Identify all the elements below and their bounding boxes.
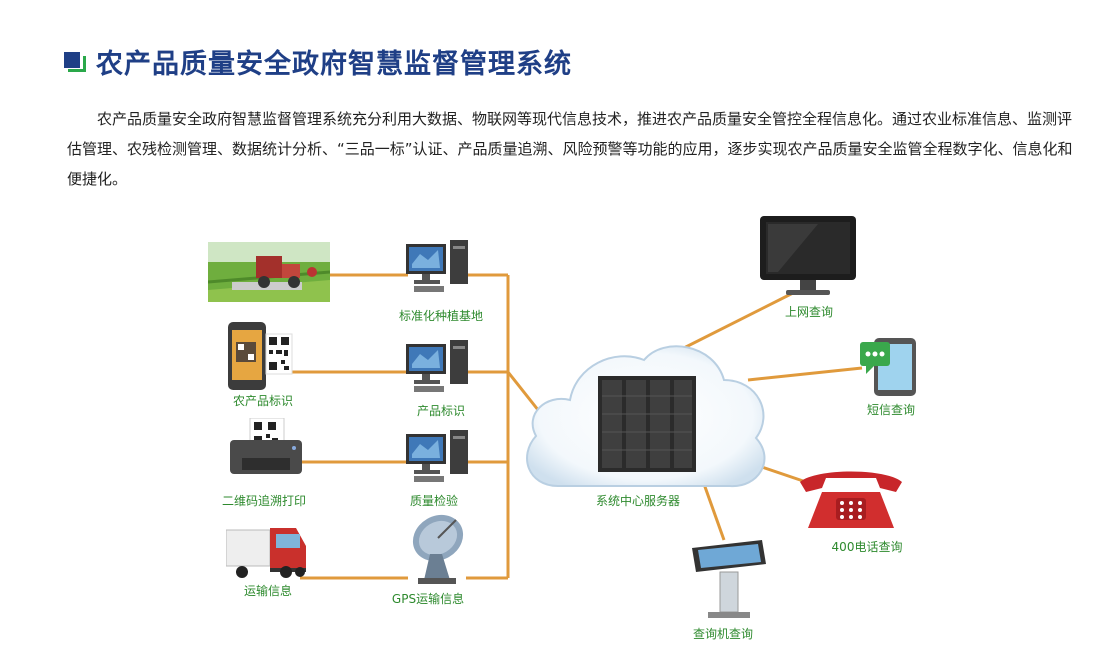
kiosk-icon: [690, 536, 770, 626]
cloud-server-icon: [518, 336, 778, 500]
label-phone-query: 400电话查询: [831, 540, 903, 554]
label-product-id: 产品标识: [416, 404, 466, 418]
monitor-icon: [758, 214, 858, 304]
printer-icon: [228, 417, 304, 482]
label-sms-query: 短信查询: [866, 403, 916, 417]
server-rack: [598, 376, 696, 472]
label-kiosk-query: 查询机查询: [692, 627, 754, 641]
title-bar: 农产品质量安全政府智慧监督管理系统: [64, 44, 572, 80]
line-cloud-to-tablet: [747, 366, 863, 382]
truck-icon: [225, 524, 308, 584]
smartphone-qr-icon: [226, 320, 294, 396]
label-qr-print: 二维码追溯打印: [221, 494, 307, 508]
title-square-icon: [64, 50, 86, 72]
label-transport: 运输信息: [243, 584, 293, 598]
intro-text: 农产品质量安全政府智慧监督管理系统充分利用大数据、物联网等现代信息技术，推进农产…: [67, 110, 1073, 188]
label-gps: GPS运输信息: [391, 592, 465, 606]
desktop-computer-icon: [404, 338, 474, 400]
label-web-query: 上网查询: [784, 305, 834, 319]
tablet-message-icon: [860, 336, 920, 402]
label-quality-check: 质量检验: [409, 494, 459, 508]
label-center-server: 系统中心服务器: [595, 494, 681, 508]
desktop-computer-icon: [404, 428, 474, 490]
telephone-icon: [796, 468, 906, 538]
label-standard-base: 标准化种植基地: [398, 309, 484, 323]
satellite-dish-icon: [404, 510, 468, 590]
label-product-mark: 农产品标识: [232, 394, 294, 408]
intro-paragraph: 农产品质量安全政府智慧监督管理系统充分利用大数据、物联网等现代信息技术，推进农产…: [67, 104, 1077, 194]
desktop-computer-icon: [404, 238, 474, 300]
farm-harvester-image: [207, 242, 331, 306]
line-cloud-to-kiosk: [702, 483, 726, 541]
page-title: 农产品质量安全政府智慧监督管理系统: [96, 48, 572, 80]
